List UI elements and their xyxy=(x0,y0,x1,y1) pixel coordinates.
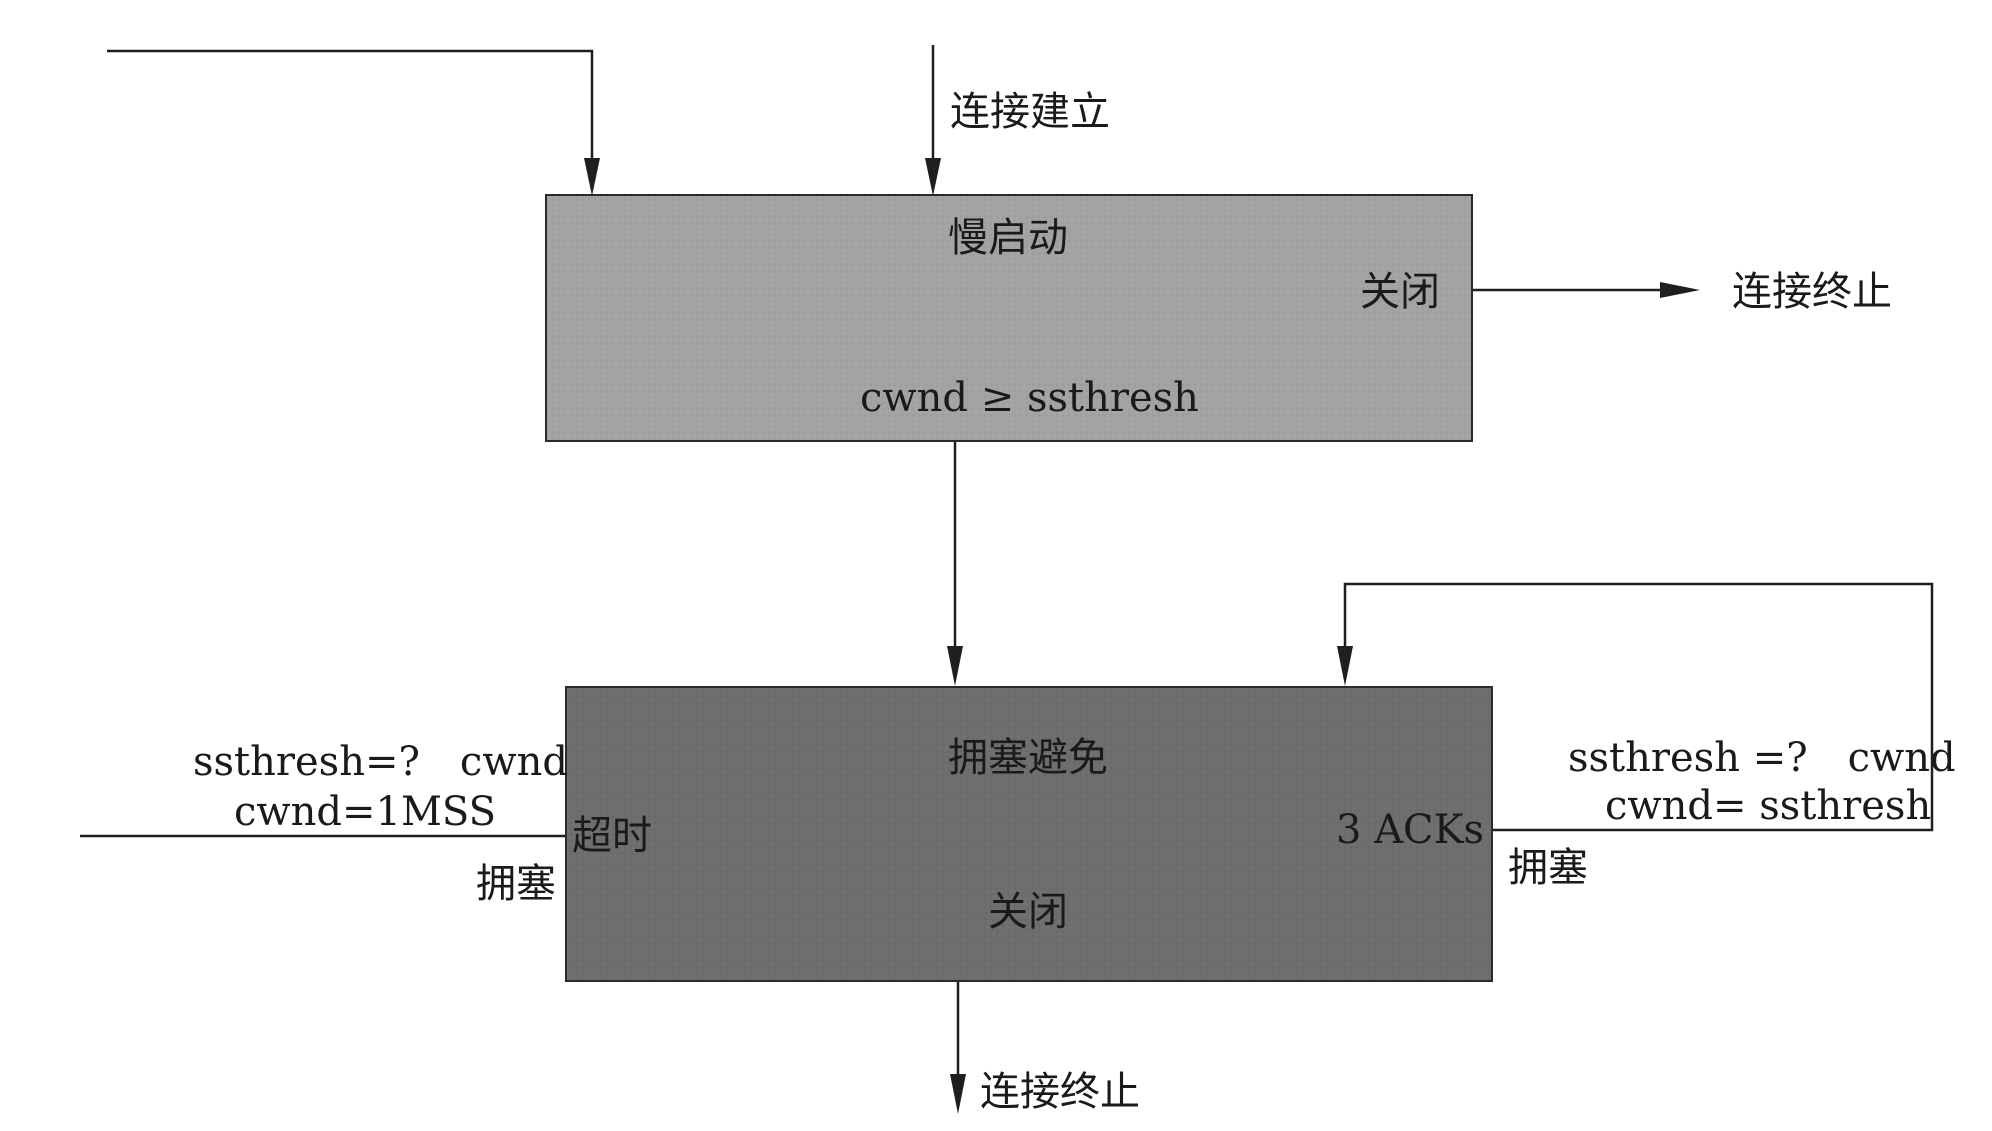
arrowhead-loop xyxy=(1337,646,1353,686)
terminated-right-label: 连接终止 xyxy=(1732,269,1892,315)
timeout-action-line2: cwnd=1MSS xyxy=(234,789,497,835)
timeout-label: 超时 xyxy=(572,813,652,859)
timeout-return-line xyxy=(107,49,594,180)
slow-start-transition-label: cwnd ≥ ssthresh xyxy=(860,375,1199,421)
congestion-avoidance-state xyxy=(565,686,1493,982)
arrowhead-to-avoidance xyxy=(947,646,963,686)
timeout-action-line1: ssthresh=? cwnd xyxy=(193,739,568,785)
arrowhead-left-top xyxy=(584,158,600,196)
triple-ack-label: 3 ACKs xyxy=(1336,807,1485,853)
congestion-avoidance-title: 拥塞避免 xyxy=(948,735,1108,781)
triple-ack-loop-line xyxy=(1343,582,1934,832)
avoidance-close-label: 关闭 xyxy=(988,889,1068,935)
slow-start-close-label: 关闭 xyxy=(1360,269,1440,315)
ack-action-line2: cwnd= ssthresh xyxy=(1605,783,1932,829)
slow-start-title: 慢启动 xyxy=(948,215,1068,261)
ack-action-line1: ssthresh =? cwnd xyxy=(1568,735,1956,781)
ack-congestion-label: 拥塞 xyxy=(1508,845,1588,891)
terminated-bottom-label: 连接终止 xyxy=(980,1069,1140,1115)
arrowhead-established xyxy=(925,158,941,196)
timeout-congestion-label: 拥塞 xyxy=(476,861,556,907)
arrowhead-right-terminate xyxy=(1660,282,1700,298)
slow-start-state xyxy=(545,194,1473,442)
arrowhead-bottom-terminate xyxy=(950,1074,966,1114)
connection-established-label: 连接建立 xyxy=(950,89,1110,135)
